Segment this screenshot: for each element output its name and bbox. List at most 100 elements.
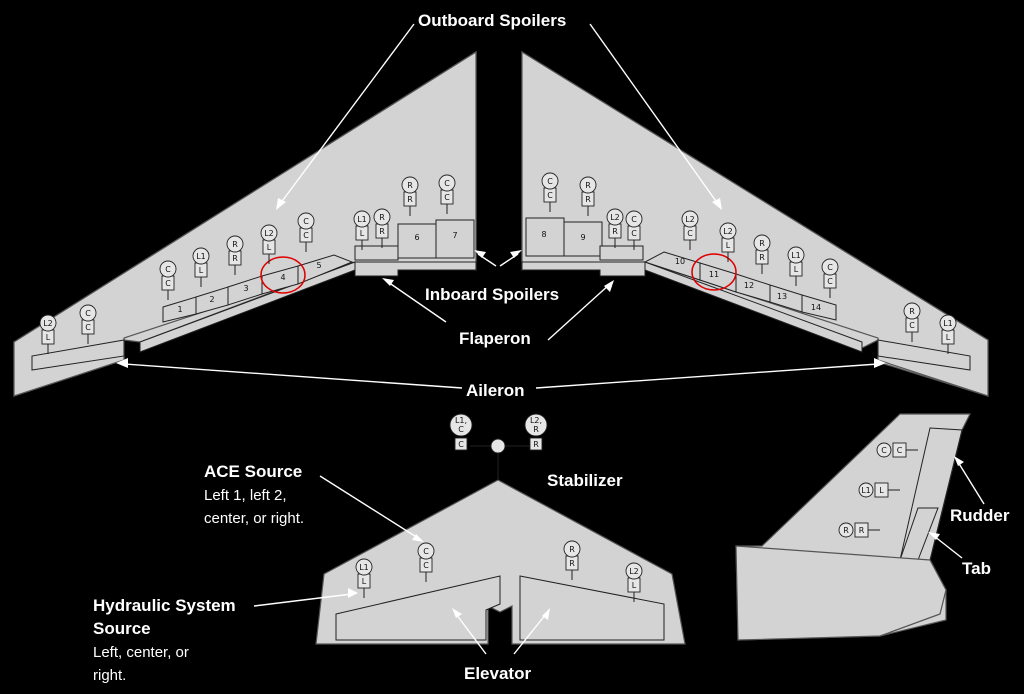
highlight-spoiler-11 [691,253,737,291]
left-wing-actuator-1-hyd: L [46,333,51,342]
elevator-actuator-1-hyd: L [362,577,367,586]
right-wing: 8 9 10 11 12 13 14 [521,50,989,397]
left-wing-actuator-6-hyd: L [267,243,272,252]
left-wing-actuator-8-hyd: L [360,229,365,238]
right-wing-actuator-1: CC [541,172,559,212]
label-outboard-spoilers: Outboard Spoilers [418,11,566,30]
left-wing-actuator-2-ace: C [85,309,91,318]
right-wing-actuator-8-hyd: L [794,265,799,274]
spoiler-7 [435,219,475,259]
rudder-actuator-1-hyd: C [897,446,903,455]
rudder-actuator-2: L1 L [858,482,900,498]
spoiler-number-1: 1 [177,305,182,314]
spoiler-number-13: 13 [777,292,787,301]
vertical-tail [735,413,971,641]
left-wing-actuator-3: CC [159,260,177,300]
label-inboard-spoilers: Inboard Spoilers [425,285,559,304]
spoiler-8 [525,217,565,257]
spoiler-number-3: 3 [243,284,248,293]
callout-arrows [116,23,985,655]
left-wing-actuator-5: RR [226,235,244,275]
elevator-actuator-1-ace: L1 [359,563,369,572]
rudder-actuator-3-hyd: R [859,526,865,535]
label-hydraulic-title-line-1: Hydraulic System [93,596,236,615]
left-wing-actuator-6-ace: L2 [264,229,274,238]
left-wing-actuator-1: L2L [39,314,57,354]
left-wing-actuator-2-hyd: C [85,323,91,332]
spoiler-number-2: 2 [209,295,214,304]
elevator-actuator-3: RR [563,540,581,580]
spoiler-number-11: 11 [709,270,719,279]
right-wing-actuator-1-ace: C [547,177,553,186]
right-wing-actuator-11-hyd: L [946,333,951,342]
left-wing-actuator-5-hyd: R [232,254,238,263]
left-wing-actuator-8-ace: L1 [357,215,367,224]
elevator-actuator-1: L1L [355,558,373,598]
right-wing-actuator-9-hyd: C [827,277,833,286]
left-wing-actuator-4-ace: L1 [196,252,206,261]
elevator-actuator-2-ace: C [423,547,429,556]
right-wing-actuator-11-ace: L1 [943,319,953,328]
spoiler-number-5: 5 [316,261,321,270]
left-aileron [31,339,125,371]
spoiler-14 [801,294,837,321]
label-stabilizer: Stabilizer [547,471,623,490]
stabilizer-actuator-2-ace-0: L2, [530,416,542,425]
left-wing-actuator-9-ace: R [379,213,385,222]
right-wing-actuator-9: CC [821,258,839,298]
right-wing-actuator-10: RC [903,302,921,342]
right-wing-actuator-11: L1L [939,314,957,354]
right-wing-actuator-7-ace: R [759,239,765,248]
stabilizer-actuator-1: L1,CC [449,413,473,451]
left-wing-actuator-10-hyd: R [407,195,413,204]
rudder-actuator-2-hyd: L [879,486,884,495]
elevator-actuator-2-hyd: C [423,561,429,570]
elevator-actuator-4-ace: L2 [629,567,639,576]
right-outboard-spoilers [643,251,837,321]
left-wing-actuator-7-hyd: C [303,231,309,240]
label-ace-source-line-2: center, or right. [204,510,304,527]
rudder-actuator-2-ace: L1 [861,486,871,495]
right-wing-actuator-5: L2C [681,210,699,250]
rudder-actuator-3-ace: R [843,526,849,535]
right-wing-actuator-4-ace: C [631,215,637,224]
spoiler-number-7: 7 [452,231,457,240]
label-flaperon: Flaperon [459,329,531,348]
left-wing-actuator-7-ace: C [303,217,309,226]
spoiler-5 [297,254,354,285]
right-wing-actuator-7-hyd: R [759,253,765,262]
right-wing-actuator-8: L1L [787,246,805,286]
left-wing-actuator-9-hyd: R [379,227,385,236]
right-wing-actuator-5-ace: L2 [685,215,695,224]
label-elevator: Elevator [464,664,531,683]
right-elevator [519,575,665,641]
left-wing-actuator-11-ace: C [444,179,450,188]
right-wing-actuator-10-hyd: C [909,321,915,330]
left-wing-actuator-8: L1L [353,210,371,250]
stabilizer-actuator-1-hyd: C [458,440,464,449]
spoiler-number-12: 12 [744,281,754,290]
left-wing-actuator-6: L2L [260,224,278,264]
right-wing-actuator-5-hyd: C [687,229,693,238]
right-wing-actuator-4: CC [625,210,643,250]
left-wing-actuator-10: RR [401,176,419,216]
left-wing-actuator-3-hyd: C [165,279,171,288]
right-wing-actuator-9-ace: C [827,263,833,272]
elevator-actuator-4: L2L [625,562,643,602]
left-wing-actuator-4: L1L [192,247,210,287]
spoiler-number-10: 10 [675,257,685,266]
left-wing-actuator-1-ace: L2 [43,319,53,328]
spoiler-number-8: 8 [541,230,546,239]
left-wing-actuator-11: CC [438,174,456,214]
stabilizer-actuator-1-ace-0: L1, [455,416,467,425]
horizontal-stabilizer [315,438,686,645]
right-wing-actuator-8-ace: L1 [791,251,801,260]
right-wing-actuator-1-hyd: C [547,191,553,200]
left-flaperon [354,261,477,277]
left-wing-actuator-10-ace: R [407,181,413,190]
label-ace-source-title: ACE Source [204,462,302,481]
